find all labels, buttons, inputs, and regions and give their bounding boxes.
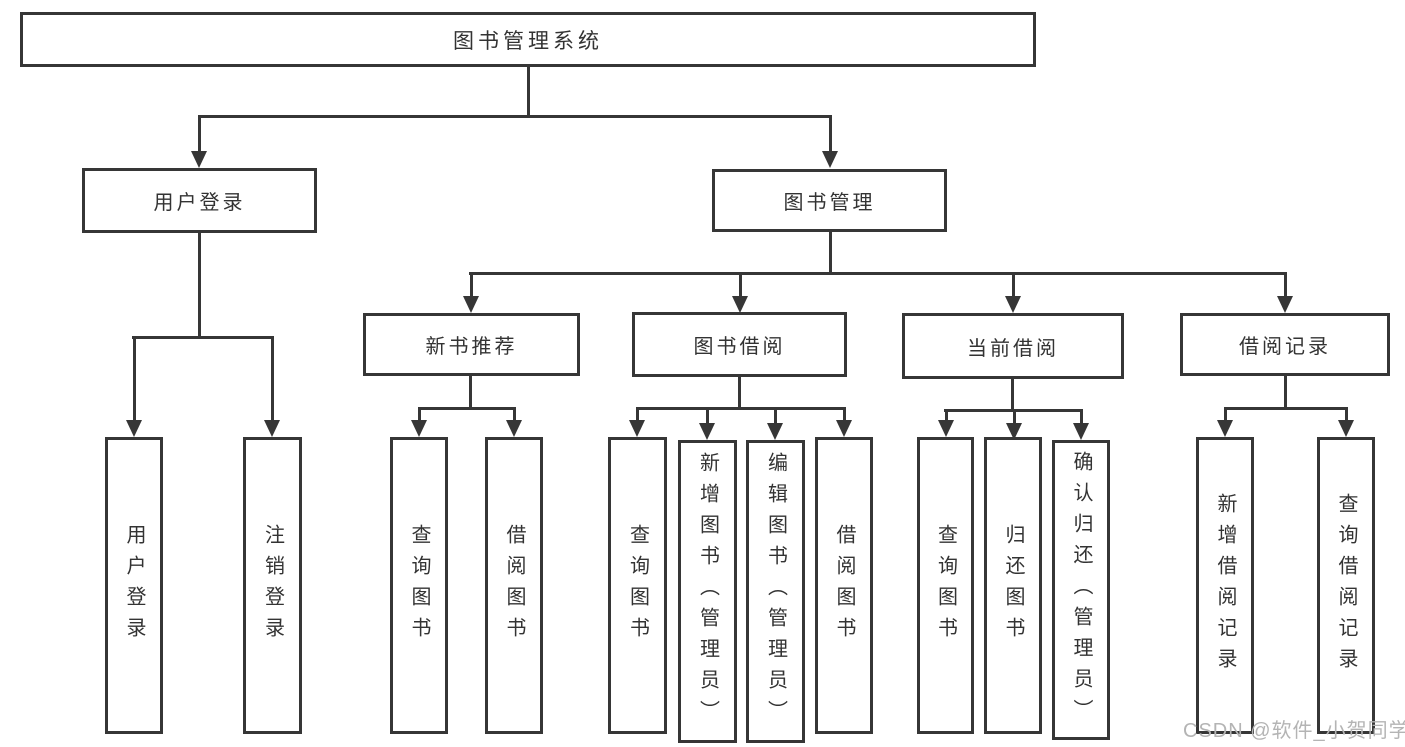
arrow-down-icon (732, 272, 748, 313)
arrow-down-icon (411, 407, 427, 437)
leaf-current-return-books: 归还图书 (984, 437, 1042, 734)
leaf-label: 确认归还（管理员） (1070, 450, 1092, 730)
connector-line (1284, 376, 1287, 407)
connector-line (469, 272, 1287, 275)
arrow-down-icon (506, 407, 522, 437)
leaf-label: 借阅图书 (833, 523, 855, 648)
arrow-down-icon (1005, 272, 1021, 313)
leaf-label: 新增借阅记录 (1214, 492, 1236, 679)
node-library-management-system: 图书管理系统 (20, 12, 1036, 67)
leaf-label: 用户登录 (123, 523, 145, 648)
csdn-watermark: CSDN @软件_小贺同学 (1183, 720, 1405, 742)
node-user-login: 用户登录 (82, 168, 317, 233)
leaf-borrow-edit-books-admin: 编辑图书（管理员） (746, 440, 805, 743)
leaf-current-confirm-return-admin: 确认归还（管理员） (1052, 440, 1110, 740)
leaf-recommend-borrow-books: 借阅图书 (485, 437, 543, 734)
leaf-label: 查询借阅记录 (1335, 492, 1357, 679)
leaf-label: 借阅图书 (503, 523, 525, 648)
leaf-records-query-borrow-record: 查询借阅记录 (1317, 437, 1375, 734)
arrow-down-icon (1217, 407, 1233, 437)
arrow-down-icon (629, 407, 645, 437)
node-book-borrowing: 图书借阅 (632, 312, 847, 377)
connector-line (636, 407, 846, 410)
node-borrowing-records: 借阅记录 (1180, 313, 1390, 376)
arrow-down-icon (191, 115, 207, 168)
leaf-borrow-query-books: 查询图书 (608, 437, 667, 734)
arrow-down-icon (1338, 407, 1354, 437)
leaf-label: 查询图书 (934, 523, 957, 648)
leaf-label: 新增图书（管理员） (696, 452, 719, 731)
leaf-label: 查询图书 (408, 523, 430, 648)
node-label: 图书借阅 (693, 336, 786, 358)
node-label: 用户登录 (153, 192, 246, 214)
connector-line (132, 336, 274, 339)
node-book-management: 图书管理 (712, 169, 947, 232)
arrow-down-icon (1073, 409, 1089, 440)
arrow-down-icon (767, 407, 783, 440)
leaf-borrow-add-books-admin: 新增图书（管理员） (678, 440, 737, 743)
connector-line (1224, 407, 1348, 410)
leaf-records-add-borrow-record: 新增借阅记录 (1196, 437, 1254, 734)
connector-line (829, 232, 832, 272)
connector-line (198, 115, 831, 118)
leaf-borrow-borrow-books: 借阅图书 (815, 437, 873, 734)
arrow-down-icon (1006, 409, 1022, 440)
node-label: 新书推荐 (425, 336, 518, 358)
arrow-down-icon (1277, 272, 1293, 313)
arrow-down-icon (126, 336, 142, 437)
node-current-borrowing: 当前借阅 (902, 313, 1124, 379)
node-label: 借阅记录 (1239, 336, 1331, 358)
arrow-down-icon (836, 407, 852, 437)
node-label: 图书管理 (783, 192, 876, 214)
node-new-book-recommendation: 新书推荐 (363, 313, 580, 376)
arrow-down-icon (699, 407, 715, 440)
leaf-user-login: 用户登录 (105, 437, 163, 734)
leaf-label: 归还图书 (1002, 523, 1024, 648)
arrow-down-icon (822, 115, 838, 168)
leaf-logout: 注销登录 (243, 437, 302, 734)
leaf-label: 查询图书 (626, 523, 649, 648)
connector-line (469, 375, 472, 407)
leaf-recommend-query-books: 查询图书 (390, 437, 448, 734)
leaf-label: 注销登录 (261, 523, 284, 648)
connector-line (198, 233, 201, 336)
connector-line (1011, 379, 1014, 409)
connector-line (527, 67, 530, 115)
connector-line (418, 407, 516, 410)
arrow-down-icon (463, 272, 479, 313)
leaf-current-query-books: 查询图书 (917, 437, 974, 734)
connector-line (738, 377, 741, 408)
arrow-down-icon (938, 409, 954, 437)
arrow-down-icon (264, 336, 280, 437)
node-label: 图书管理系统 (453, 29, 603, 53)
node-label: 当前借阅 (967, 337, 1059, 360)
leaf-label: 编辑图书（管理员） (764, 452, 787, 731)
